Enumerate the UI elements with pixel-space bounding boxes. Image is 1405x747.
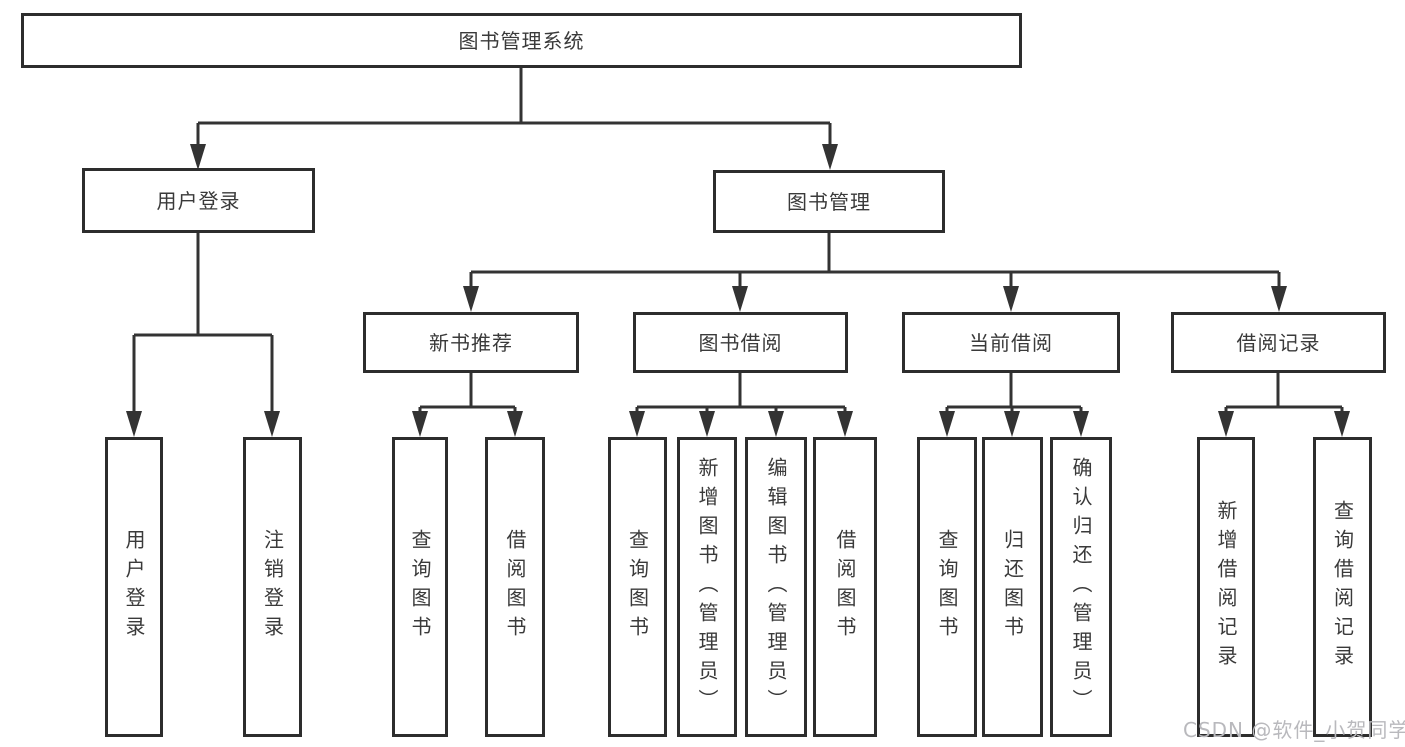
leaf-edit-book-admin: 编辑图书（管理员） xyxy=(745,437,807,737)
leaf-query-borrow-record: 查询借阅记录 xyxy=(1313,437,1372,737)
leaf-return-books: 归还图书 xyxy=(982,437,1043,737)
leaf-query-books-recommend: 查询图书 xyxy=(392,437,448,737)
arrowhead-triangles xyxy=(126,144,1350,437)
csdn-watermark: CSDN @软件_小贺同学 xyxy=(1183,718,1405,742)
node-book-borrowing: 图书借阅 xyxy=(633,312,848,373)
leaf-borrow-books-recommend: 借阅图书 xyxy=(485,437,545,737)
leaf-query-books-current: 查询图书 xyxy=(917,437,977,737)
leaf-query-books-borrow: 查询图书 xyxy=(608,437,667,737)
leaf-add-borrow-record: 新增借阅记录 xyxy=(1197,437,1255,737)
connector-lines xyxy=(132,68,1344,413)
leaf-confirm-return-admin: 确认归还（管理员） xyxy=(1050,437,1112,737)
node-new-book-recommendation: 新书推荐 xyxy=(363,312,579,373)
node-current-borrowing: 当前借阅 xyxy=(902,312,1120,373)
node-book-management: 图书管理 xyxy=(713,170,945,233)
leaf-borrow-books: 借阅图书 xyxy=(813,437,877,737)
leaf-add-book-admin: 新增图书（管理员） xyxy=(677,437,737,737)
leaf-user-login: 用户登录 xyxy=(105,437,163,737)
node-library-management-system: 图书管理系统 xyxy=(21,13,1022,68)
node-borrowing-records: 借阅记录 xyxy=(1171,312,1386,373)
node-user-login: 用户登录 xyxy=(82,168,315,233)
leaf-logout: 注销登录 xyxy=(243,437,302,737)
